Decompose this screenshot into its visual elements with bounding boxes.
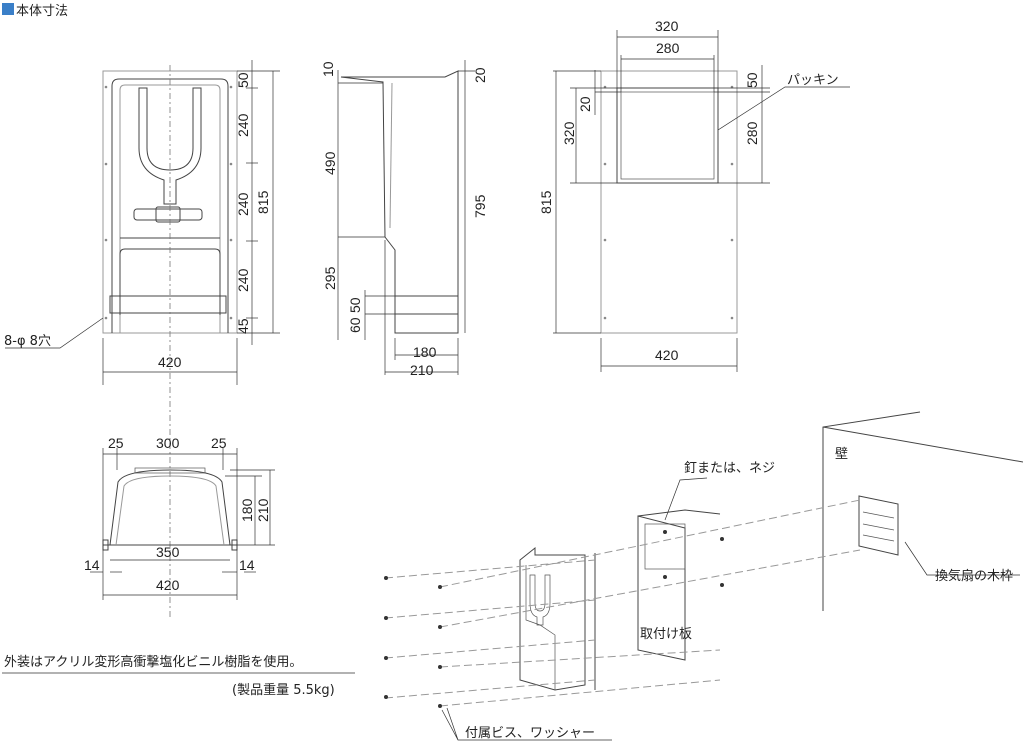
svg-text:295: 295: [322, 266, 338, 290]
screws-label: 付属ビス、ワッシャー: [465, 726, 595, 741]
side-view: 10 490 295 50 60 20 795 180 210: [320, 60, 488, 378]
weight-note: (製品重量 5.5kg): [232, 682, 335, 698]
svg-text:14: 14: [84, 557, 100, 573]
svg-text:210: 210: [410, 362, 434, 378]
svg-text:180: 180: [239, 498, 255, 522]
svg-text:490: 490: [322, 151, 338, 175]
plate-label: 取付け板: [640, 627, 692, 642]
svg-text:280: 280: [656, 40, 680, 56]
svg-text:795: 795: [472, 194, 488, 218]
svg-text:10: 10: [320, 61, 336, 77]
svg-text:320: 320: [655, 18, 679, 34]
frame-label: 換気扇の木枠: [935, 568, 1013, 584]
dim-240: 240: [235, 113, 251, 137]
svg-text:50: 50: [744, 72, 760, 88]
material-note: 外装はアクリル変形高衝撃塩化ビニル樹脂を使用。: [4, 654, 302, 670]
svg-text:14: 14: [239, 557, 255, 573]
svg-text:50: 50: [347, 297, 363, 313]
dim-815: 815: [255, 190, 271, 214]
svg-text:20: 20: [577, 96, 593, 112]
wall-label: 壁: [835, 447, 848, 462]
installation-diagram: 壁 換気扇の木枠 取付け板 釘または、ネジ 付属ビス、ワッシャー: [384, 411, 1023, 741]
front-view: 50 240 240 240 45 815 420 8-φ 8穴: [4, 60, 280, 620]
dim-240: 240: [235, 268, 251, 292]
page-title: 本体寸法: [16, 4, 68, 19]
svg-text:420: 420: [655, 347, 679, 363]
dim-240: 240: [235, 192, 251, 216]
svg-text:180: 180: [413, 344, 437, 360]
svg-text:300: 300: [156, 435, 180, 451]
title-marker: [2, 3, 14, 15]
nails-label: 釘または、ネジ: [684, 460, 775, 476]
svg-text:420: 420: [156, 577, 180, 593]
svg-text:280: 280: [744, 121, 760, 145]
svg-text:210: 210: [255, 498, 271, 522]
bottom-view: 25 300 25 180 210 350 14 14 420: [84, 435, 275, 600]
hole-note: 8-φ 8穴: [4, 334, 51, 349]
dim-50: 50: [235, 72, 251, 88]
svg-text:25: 25: [211, 435, 227, 451]
packing-label: パッキン: [787, 73, 839, 88]
svg-text:350: 350: [156, 544, 180, 560]
svg-text:320: 320: [561, 121, 577, 145]
svg-text:25: 25: [108, 435, 124, 451]
svg-text:20: 20: [472, 67, 488, 83]
svg-text:60: 60: [347, 317, 363, 333]
dim-45: 45: [235, 318, 251, 334]
back-view: 320 280 320 20 50 280 815 420 パッキン: [538, 18, 850, 372]
svg-text:815: 815: [538, 190, 554, 214]
dim-420: 420: [158, 354, 182, 370]
